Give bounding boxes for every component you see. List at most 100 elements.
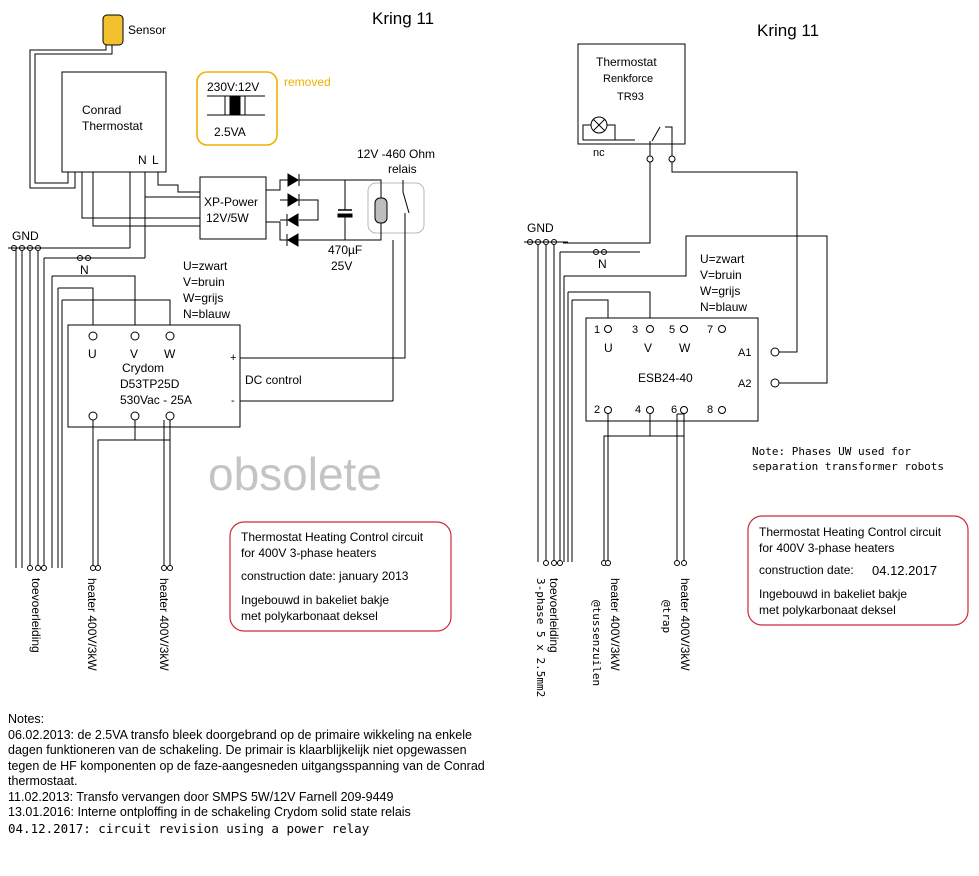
diode-2 xyxy=(287,193,299,207)
esb-a1: A1 xyxy=(738,347,751,359)
left-legend-w: W=grijs xyxy=(183,291,223,305)
pin-8: 8 xyxy=(707,404,713,416)
left-legend-n: N=blauw xyxy=(183,307,230,321)
left-info-line-2: for 400V 3-phase heaters xyxy=(241,546,376,560)
left-title: Kring 11 xyxy=(372,9,434,28)
diode-4 xyxy=(287,233,299,247)
crydom-plus: + xyxy=(230,352,236,364)
right-n-label: N xyxy=(598,257,607,271)
dc-control-label: DC control xyxy=(245,373,302,387)
capacitor-plate-2 xyxy=(337,213,353,218)
xp-power-label-2: 12V/5W xyxy=(206,211,249,225)
conrad-label-2: Thermostat xyxy=(82,119,143,133)
transformer-ratio: 230V:12V xyxy=(207,80,259,94)
right-output-feed: toevoerleiding xyxy=(547,578,561,653)
crydom-relay xyxy=(67,324,241,428)
right-info-line-2: for 400V 3-phase heaters xyxy=(759,541,894,555)
pin-3: 3 xyxy=(632,324,638,336)
crydom-minus: - xyxy=(231,395,235,407)
left-circuit: Kring 11 Sensor Conrad Thermostat N L 23… xyxy=(8,9,452,671)
esb-v: V xyxy=(644,341,652,355)
left-output-heater-1: heater 400V/3kW xyxy=(85,578,99,671)
notes-line-1: 06.02.2013: de 2.5VA transfo bleek doorg… xyxy=(8,727,472,742)
right-note-2: separation transformer robots xyxy=(752,460,944,473)
pin-6: 6 xyxy=(671,404,677,416)
renkforce-label-3: TR93 xyxy=(617,91,644,103)
crydom-v: V xyxy=(130,347,138,361)
renkforce-label-2: Renkforce xyxy=(603,73,653,85)
right-output-location-1: @tussenzuilen xyxy=(590,600,603,686)
right-output-heater-2: heater 400V/3kW xyxy=(678,578,692,671)
right-legend-n: N=blauw xyxy=(700,300,747,314)
left-info-line-3: construction date: january 2013 xyxy=(241,569,409,583)
right-output-location-2: @trap xyxy=(660,600,673,633)
right-title: Kring 11 xyxy=(757,21,819,40)
right-legend-u: U=zwart xyxy=(700,252,745,266)
right-info-date: 04.12.2017 xyxy=(872,563,937,578)
left-info-line-5: met polykarbonaat deksel xyxy=(241,609,378,623)
notes-line-3: tegen de HF komponenten op de faze-aange… xyxy=(8,758,485,773)
xp-power-label-1: XP-Power xyxy=(204,195,258,209)
esb-name: ESB24-40 xyxy=(638,371,693,385)
notes-line-4: thermostaat. xyxy=(8,774,78,788)
left-info-box xyxy=(229,521,452,632)
conrad-label-1: Conrad xyxy=(82,103,121,117)
obsolete-watermark: obsolete xyxy=(208,448,382,500)
notes-line-6: 13.01.2016: Interne ontploffing in de sc… xyxy=(8,805,411,819)
esb-w: W xyxy=(679,341,691,355)
notes-section: Notes: 06.02.2013: de 2.5VA transfo blee… xyxy=(8,712,568,836)
pin-5: 5 xyxy=(669,324,675,336)
left-n-label: N xyxy=(80,263,89,277)
thermostat-switch xyxy=(651,126,661,142)
right-output-heater-1: heater 400V/3kW xyxy=(608,578,622,671)
relay-coil xyxy=(374,197,388,224)
relay-switch xyxy=(402,191,410,214)
right-info-line-4: Ingebouwd in bakeliet bakje xyxy=(759,587,907,601)
right-circuit: Kring 11 Thermostat Renkforce TR93 nc GN… xyxy=(524,21,969,697)
pin-1: 1 xyxy=(594,324,600,336)
crydom-w: W xyxy=(164,347,176,361)
transformer-core xyxy=(229,95,241,116)
conrad-n-label: N xyxy=(138,153,147,167)
conrad-thermostat xyxy=(61,71,167,173)
right-info-box xyxy=(747,515,969,626)
left-info-line-1: Thermostat Heating Control circuit xyxy=(241,530,424,544)
pin-7: 7 xyxy=(707,324,713,336)
pin-4: 4 xyxy=(635,404,641,416)
right-info-line-3: construction date: xyxy=(759,563,854,577)
sensor-label: Sensor xyxy=(128,23,166,37)
right-legend-v: V=bruin xyxy=(700,268,742,282)
renkforce-label-1: Thermostat xyxy=(596,55,657,69)
pin-2: 2 xyxy=(594,404,600,416)
crydom-name: Crydom xyxy=(122,361,164,375)
right-output-cable: 3-phase 5 x 2.5mm2 xyxy=(534,578,547,697)
left-legend-v: V=bruin xyxy=(183,275,225,289)
relay-label-2: relais xyxy=(388,162,417,176)
notes-line-7: 04.12.2017: circuit revision using a pow… xyxy=(8,820,370,836)
removed-label: removed xyxy=(284,75,331,89)
notes-heading: Notes: xyxy=(8,712,45,726)
notes-line-5: 11.02.2013: Transfo vervangen door SMPS … xyxy=(8,789,394,804)
esb-a2: A2 xyxy=(738,378,751,390)
right-info-line-5: met polykarbonaat deksel xyxy=(759,603,896,617)
diode-1 xyxy=(287,173,299,187)
capacitor-value: 470µF xyxy=(328,243,362,257)
sensor-body xyxy=(102,14,124,46)
capacitor-voltage: 25V xyxy=(331,259,352,273)
left-legend-u: U=zwart xyxy=(183,259,228,273)
crydom-rating: 530Vac - 25A xyxy=(120,393,192,407)
right-gnd-label: GND xyxy=(527,221,554,235)
right-legend-w: W=grijs xyxy=(700,284,740,298)
notes-line-2: dagen funktioneren van de schakeling. De… xyxy=(8,743,467,757)
crydom-u: U xyxy=(88,347,97,361)
crydom-model: D53TP25D xyxy=(120,377,180,391)
left-output-heater-2: heater 400V/3kW xyxy=(157,578,171,671)
relay-label-1: 12V -460 Ohm xyxy=(357,147,435,161)
nc-label: nc xyxy=(593,147,605,159)
left-output-feed: toevoerleiding xyxy=(29,578,43,653)
conrad-l-label: L xyxy=(152,153,159,167)
left-info-line-4: Ingebouwd in bakeliet bakje xyxy=(241,593,389,607)
right-info-line-1: Thermostat Heating Control circuit xyxy=(759,525,942,539)
xp-power-supply xyxy=(199,176,267,240)
